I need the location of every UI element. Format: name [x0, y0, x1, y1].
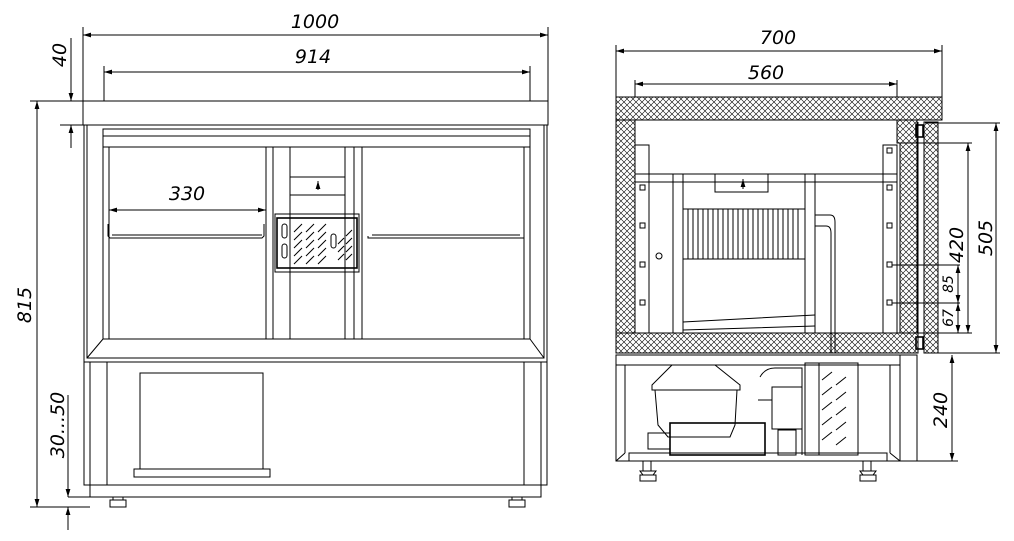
machine-compartment-front — [83, 361, 548, 498]
front-view: 1000 914 40 815 30...50 — [14, 11, 549, 530]
insulation — [615, 96, 943, 354]
dimension-inner-height: 505 — [925, 122, 1000, 354]
leveling-foot-left — [109, 496, 127, 508]
dimension-worktop-thickness: 40 — [49, 38, 83, 148]
dimension-shelf-zone-height: 420 — [900, 142, 972, 334]
dimension-shelf-pitch: 85 — [892, 264, 961, 304]
dimension-overall-height: 815 — [14, 100, 90, 508]
shelf-left — [107, 224, 265, 239]
condenser — [758, 362, 859, 456]
dimension-label: 560 — [748, 62, 784, 84]
dimension-label: 330 — [169, 183, 205, 205]
compressor — [647, 364, 766, 456]
dimension-overall-width: 1000 — [82, 11, 549, 101]
compressor-cover — [139, 372, 264, 470]
dimension-label: 30...50 — [47, 392, 69, 458]
leveling-foot-right — [508, 496, 526, 508]
dimension-label: 240 — [930, 392, 952, 428]
dimension-leg-adjustment: 30...50 — [47, 392, 118, 530]
machine-compartment-side — [615, 354, 918, 462]
dimension-label: 914 — [295, 46, 331, 68]
dimension-label: 700 — [760, 27, 796, 49]
dimension-compartment-width: 330 — [109, 183, 266, 213]
side-view: 700 560 — [615, 27, 1000, 482]
shelf-right — [367, 224, 525, 239]
dimension-machine-compartment-height: 240 — [917, 355, 958, 462]
dimension-label: 85 — [941, 275, 957, 293]
dimension-bottom-offset: 67 — [941, 303, 961, 333]
worktop — [82, 100, 549, 126]
dimension-label: 815 — [14, 287, 36, 323]
ventilation-grille — [274, 213, 360, 273]
dimension-label: 40 — [49, 43, 71, 67]
dimension-label: 505 — [975, 220, 997, 256]
leveling-foot-left — [639, 460, 657, 482]
dimension-inner-depth: 560 — [634, 62, 898, 97]
dimension-label: 420 — [946, 227, 968, 263]
dimension-inner-width: 914 — [103, 46, 531, 101]
leveling-foot-right — [859, 460, 877, 482]
cabinet-body — [83, 124, 548, 363]
dimension-label: 67 — [941, 309, 957, 327]
dimension-label: 1000 — [291, 11, 339, 33]
evaporator — [682, 208, 836, 353]
interior-side — [634, 144, 898, 353]
